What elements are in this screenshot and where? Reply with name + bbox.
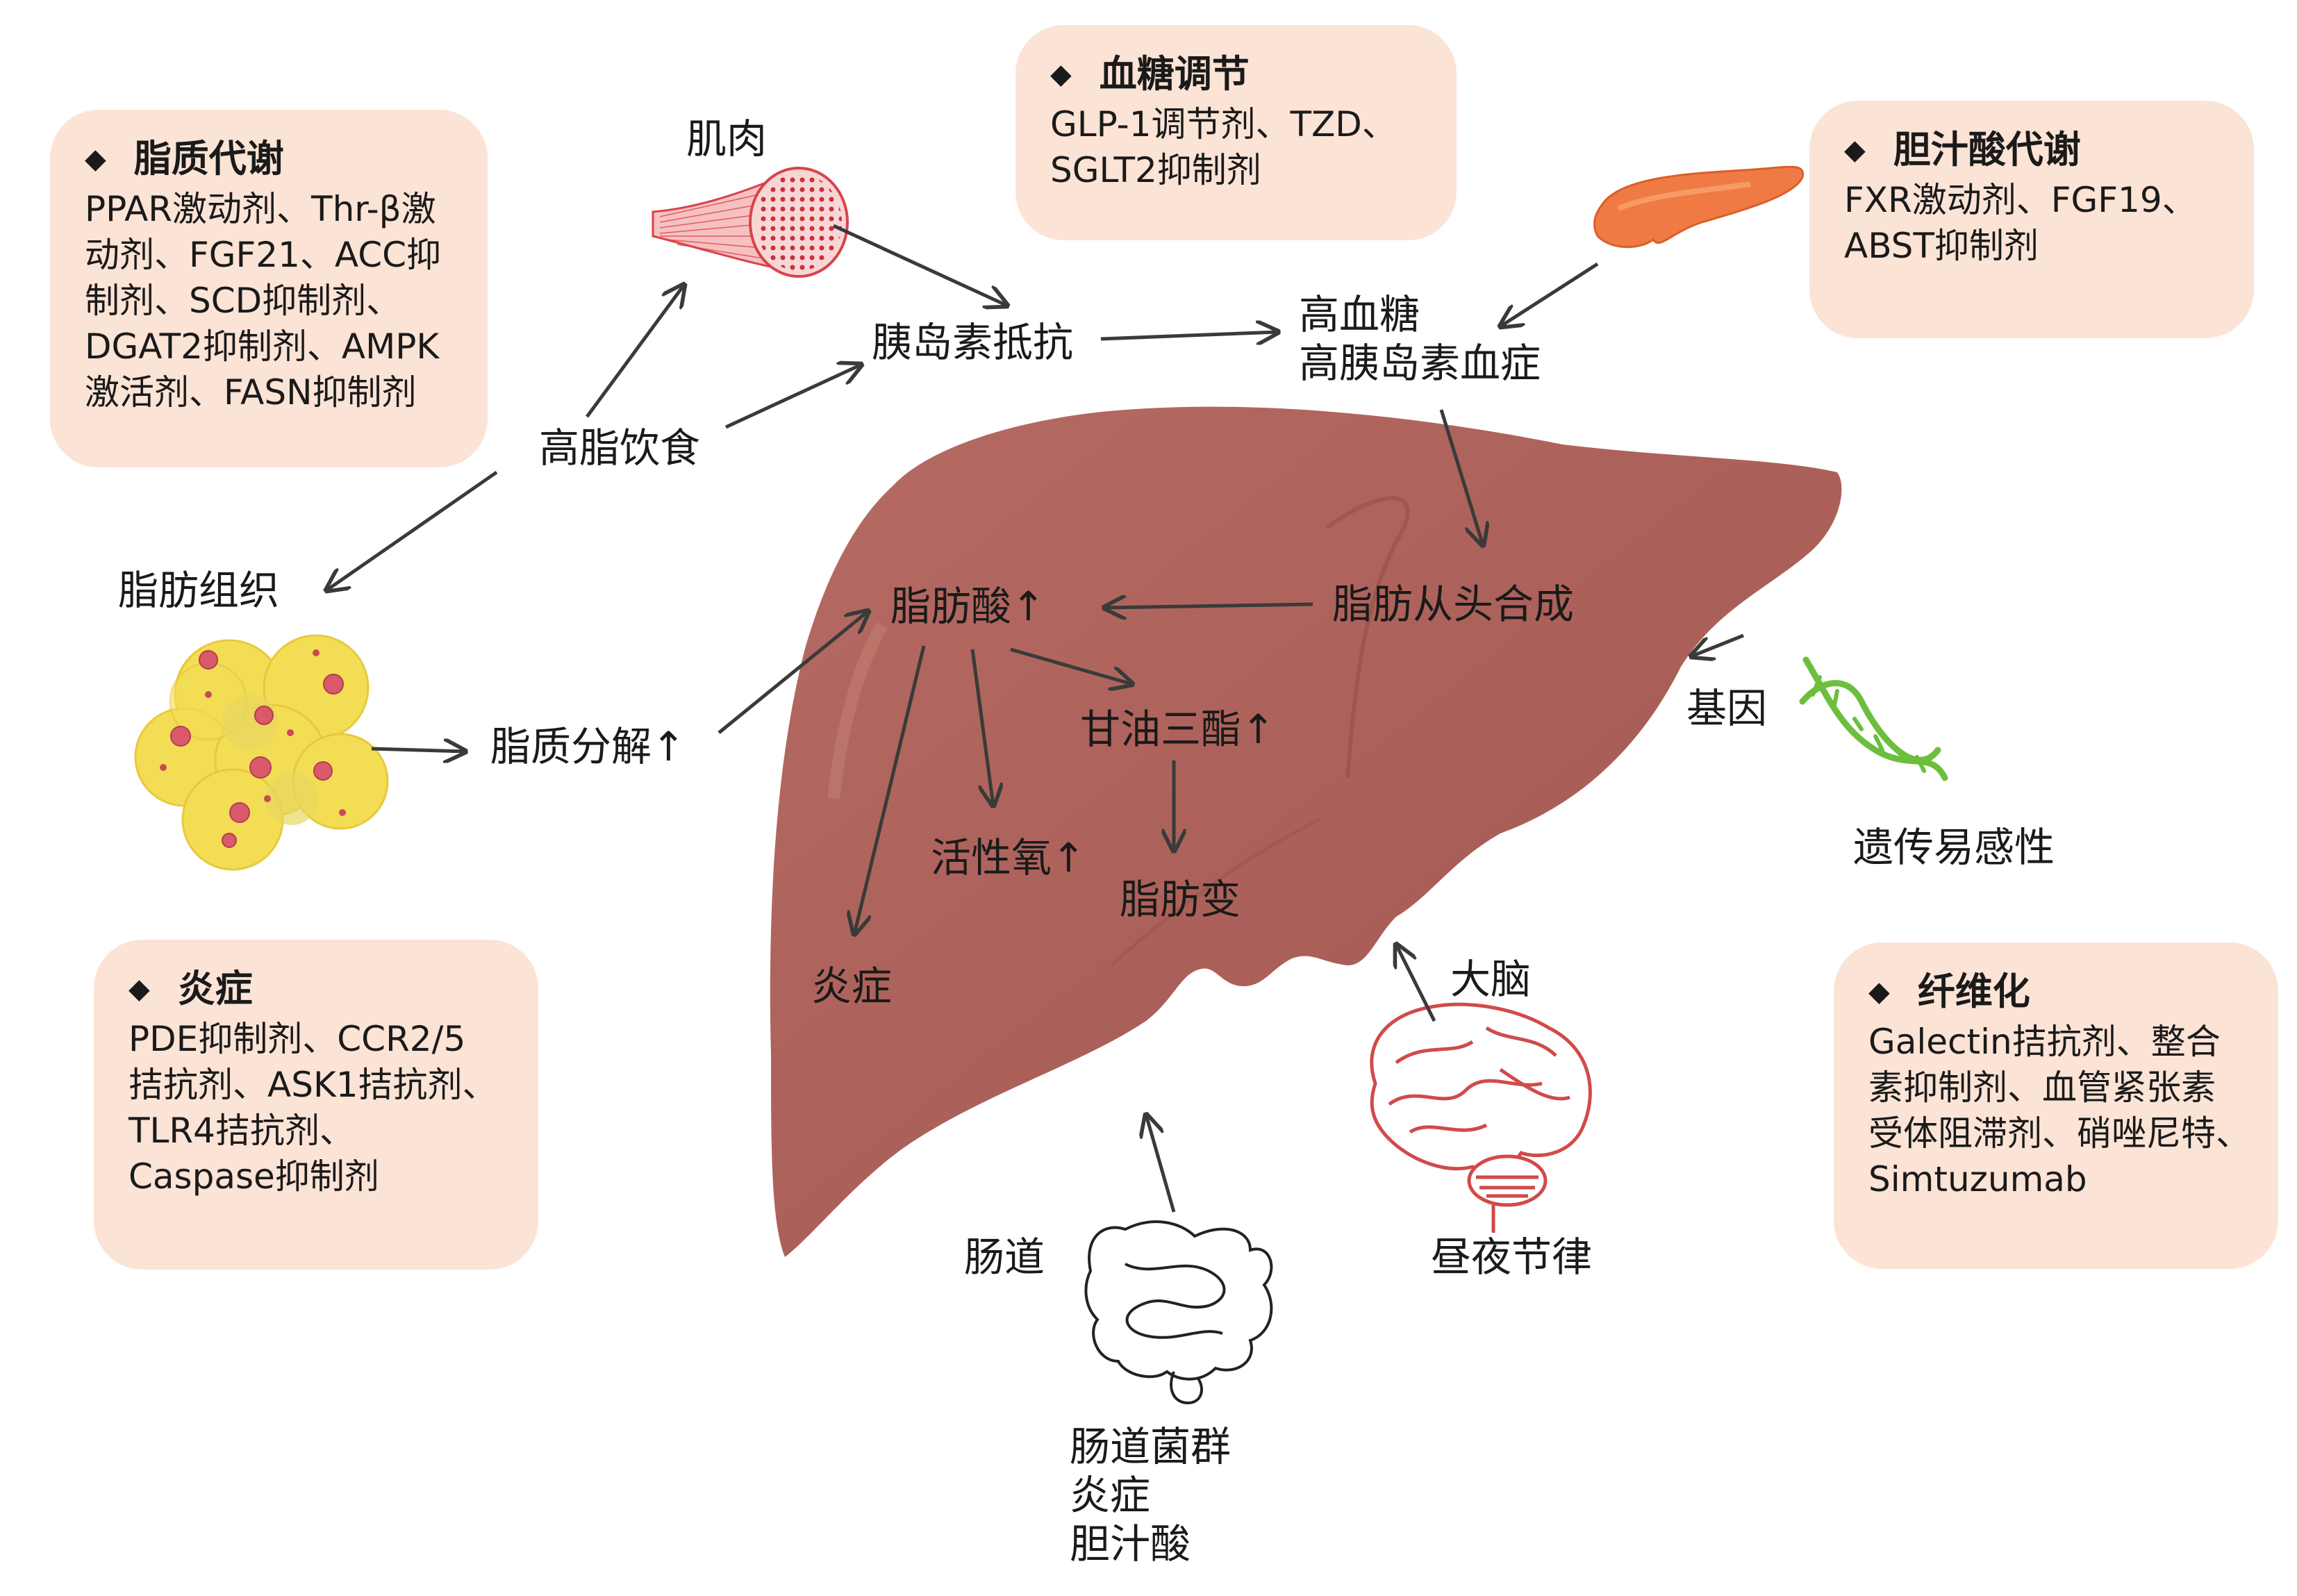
arrow-denovo-to-fa: [1104, 604, 1313, 608]
label-gut-line: 胆汁酸: [1070, 1520, 1191, 1568]
label-circadian-rhythm: 昼夜节律: [1431, 1233, 1593, 1281]
box-fibrosis-body: Galectin拮抗剂、整合 素抑制剂、血管紧张素 受体阻滞剂、硝唑尼特、 Si…: [1868, 1019, 2250, 1202]
arrow-diet-to-adipose: [326, 470, 498, 590]
label-genetic-susceptibility: 遗传易感性: [1853, 824, 2055, 871]
dna-illustration: [1799, 656, 1948, 781]
bile-organ-illustration: [1593, 165, 1804, 249]
arrow-fa-to-ros: [970, 649, 993, 806]
diamond-bullet-icon: ◆: [128, 973, 150, 1005]
label-brain: 大脑: [1450, 956, 1532, 1003]
arrow-hyper-to-denovo: [1439, 409, 1483, 545]
box-bile-body: FXR激动剂、FGF19、 ABST抑制剂: [1844, 177, 2226, 269]
box-fibrosis: ◆ 纤维化 Galectin拮抗剂、整合 素抑制剂、血管紧张素 受体阻滞剂、硝唑尼…: [1834, 942, 2278, 1269]
label-adipose-tissue: 脂肪组织: [118, 567, 280, 614]
fat-cells-illustration: [134, 634, 389, 871]
box-bile-acid-metabolism: ◆ 胆汁酸代谢 FXR激动剂、FGF19、 ABST抑制剂: [1809, 101, 2254, 338]
box-bile-title: 胆汁酸代谢: [1893, 128, 2081, 172]
box-fibrosis-line: 素抑制剂、血管紧张素: [1868, 1067, 2216, 1108]
box-inflammation-line: Caspase抑制剂: [128, 1156, 379, 1197]
box-lipid-line: 制剂、SCD抑制剂、: [85, 281, 401, 321]
label-hyper-line: 高胰岛素血症: [1299, 340, 1541, 387]
arrow-fa-to-tg: [1010, 647, 1132, 684]
box-bile-line: ABST抑制剂: [1844, 226, 2039, 266]
box-glucose-title-row: ◆ 血糖调节: [1050, 51, 1429, 97]
diamond-bullet-icon: ◆: [1050, 58, 1072, 90]
label-muscle: 肌肉: [686, 115, 768, 163]
label-hyperglycemia: 高血糖 高胰岛素血症: [1299, 290, 1541, 388]
label-fatty-acid: 脂肪酸↑: [890, 583, 1045, 630]
box-inflammation-title-row: ◆ 炎症: [128, 966, 511, 1012]
box-lipid-line: PPAR激动剂、Thr-β激: [85, 189, 436, 229]
box-inflammation-line: PDE抑制剂、CCR2/5: [128, 1019, 466, 1059]
diamond-bullet-icon: ◆: [1868, 976, 1890, 1008]
diamond-bullet-icon: ◆: [1844, 134, 1866, 166]
box-bile-line: FXR激动剂、FGF19、: [1844, 180, 2197, 220]
box-fibrosis-title: 纤维化: [1917, 970, 2030, 1013]
label-de-novo-lipogenesis: 脂肪从头合成: [1332, 581, 1575, 628]
liver-shape: [770, 406, 1842, 1257]
arrow-diet-to-muscle: [585, 285, 684, 418]
label-liver-inflammation: 炎症: [811, 963, 893, 1010]
arrow-brain-to-liver: [1396, 945, 1436, 1022]
box-glucose-title: 血糖调节: [1099, 52, 1250, 96]
label-gut-line: 炎症: [1070, 1472, 1151, 1519]
arrow-gut-to-liver: [1146, 1115, 1176, 1213]
label-insulin-resistance: 胰岛素抵抗: [872, 319, 1074, 366]
arrow-lipolysis-to-fa: [718, 611, 868, 734]
arrow-organ-to-hyper: [1500, 262, 1599, 326]
box-lipid-title: 脂质代谢: [133, 137, 284, 181]
label-ros: 活性氧↑: [931, 834, 1086, 881]
box-lipid-line: DGAT2抑制剂、AMPK: [85, 326, 440, 367]
box-lipid-line: 动剂、FGF21、ACC抑: [85, 235, 442, 275]
box-lipid-body: PPAR激动剂、Thr-β激 动剂、FGF21、ACC抑 制剂、SCD抑制剂、 …: [85, 186, 460, 415]
brain-illustration: [1370, 1002, 1592, 1233]
box-bile-title-row: ◆ 胆汁酸代谢: [1844, 127, 2226, 173]
box-glucose-line: GLP-1调节剂、TZD、: [1050, 104, 1397, 144]
box-inflammation-title: 炎症: [177, 967, 253, 1011]
arrow-fat-to-lipolysis: [371, 749, 465, 751]
label-steatosis: 脂肪变: [1120, 876, 1241, 923]
box-fibrosis-line: 受体阻滞剂、硝唑尼特、: [1868, 1113, 2250, 1154]
diamond-bullet-icon: ◆: [85, 143, 106, 175]
box-inflammation-line: TLR4拮抗剂、: [128, 1111, 354, 1151]
box-inflammation: ◆ 炎症 PDE抑制剂、CCR2/5 拮抗剂、ASK1拮抗剂、 TLR4拮抗剂、 …: [94, 940, 538, 1270]
label-lipolysis: 脂质分解↑: [490, 723, 686, 770]
box-inflammation-body: PDE抑制剂、CCR2/5 拮抗剂、ASK1拮抗剂、 TLR4拮抗剂、 Casp…: [128, 1016, 511, 1199]
label-high-fat-diet: 高脂饮食: [539, 424, 701, 472]
box-fibrosis-line: Galectin拮抗剂、整合: [1868, 1022, 2221, 1062]
box-fibrosis-line: Simtuzumab: [1868, 1159, 2087, 1199]
box-lipid-metabolism: ◆ 脂质代谢 PPAR激动剂、Thr-β激 动剂、FGF21、ACC抑 制剂、SC…: [50, 110, 488, 467]
label-gut-line: 肠道菌群: [1070, 1423, 1232, 1470]
label-gut: 肠道: [964, 1233, 1045, 1281]
arrow-fa-to-inflammation: [854, 645, 926, 934]
arrow-insulin-to-hyper: [1100, 332, 1278, 339]
label-triglyceride: 甘油三酯↑: [1080, 706, 1275, 753]
muscle-illustration: [652, 167, 849, 278]
arrow-diet-to-insulin: [724, 365, 861, 429]
box-fibrosis-title-row: ◆ 纤维化: [1868, 969, 2250, 1015]
box-glucose-line: SGLT2抑制剂: [1050, 150, 1261, 190]
label-gene: 基因: [1686, 685, 1768, 732]
box-glucose-body: GLP-1调节剂、TZD、 SGLT2抑制剂: [1050, 101, 1429, 193]
box-glucose-regulation: ◆ 血糖调节 GLP-1调节剂、TZD、 SGLT2抑制剂: [1015, 25, 1457, 240]
intestine-illustration: [1084, 1220, 1273, 1405]
label-gut-factors: 肠道菌群 炎症 胆汁酸: [1070, 1422, 1231, 1568]
box-lipid-line: 激活剂、FASN抑制剂: [85, 372, 417, 413]
liver-illustration: [770, 406, 1842, 1257]
box-inflammation-line: 拮抗剂、ASK1拮抗剂、: [128, 1065, 497, 1105]
arrow-gene-to-liver: [1691, 635, 1743, 658]
arrows: [326, 224, 1743, 1213]
box-lipid-title-row: ◆ 脂质代谢: [85, 136, 460, 182]
arrow-muscle-to-insulin: [832, 224, 1007, 306]
label-hyper-line: 高血糖: [1299, 291, 1420, 338]
